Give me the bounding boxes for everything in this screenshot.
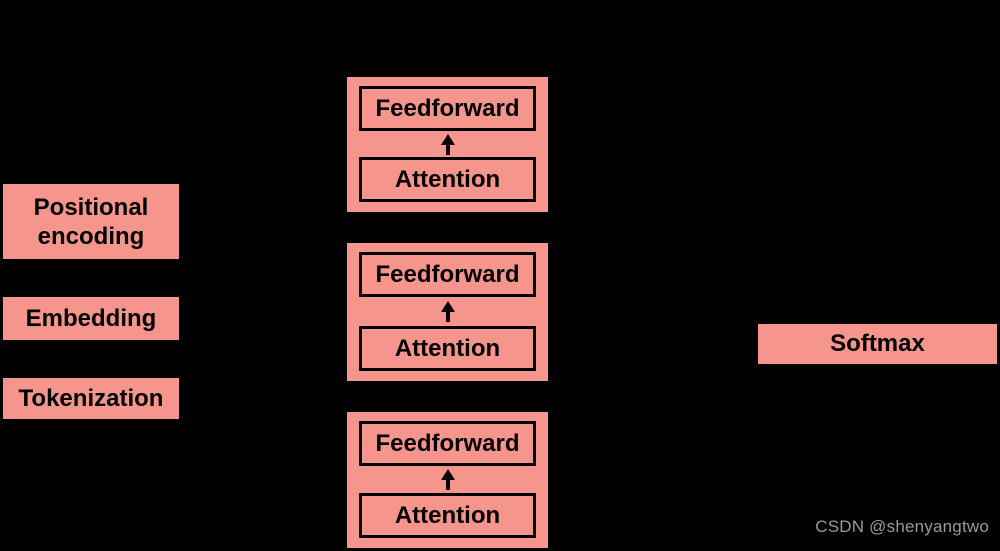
feedforward-box: Feedforward: [359, 421, 536, 466]
softmax-label: Softmax: [830, 330, 925, 357]
embedding-box: Embedding: [3, 297, 179, 340]
feedforward-box: Feedforward: [359, 252, 536, 297]
attention-label: Attention: [394, 501, 501, 529]
feedforward-label: Feedforward: [375, 260, 520, 288]
tokenization-box: Tokenization: [3, 378, 179, 419]
feedforward-label: Feedforward: [375, 94, 520, 122]
watermark: CSDN @shenyangtwo: [815, 517, 989, 536]
softmax-box: Softmax: [758, 324, 997, 364]
encoder-block: Feedforward Attention: [347, 77, 548, 212]
encoder-block: Feedforward Attention: [347, 412, 548, 548]
feedforward-label: Feedforward: [375, 429, 520, 457]
tokenization-label: Tokenization: [18, 384, 164, 412]
attention-label: Attention: [394, 165, 501, 193]
positional-encoding-label-line1: Positional: [33, 193, 149, 221]
up-arrow-icon: [359, 466, 536, 493]
embedding-label: Embedding: [25, 304, 157, 332]
attention-box: Attention: [359, 157, 536, 202]
positional-encoding-box: Positional encoding: [3, 184, 179, 259]
up-arrow-icon: [359, 297, 536, 326]
positional-encoding-label-line2: encoding: [37, 222, 145, 250]
up-arrow-icon: [359, 131, 536, 157]
attention-box: Attention: [359, 326, 536, 371]
feedforward-box: Feedforward: [359, 86, 536, 131]
encoder-block: Feedforward Attention: [347, 243, 548, 381]
attention-label: Attention: [394, 334, 501, 362]
attention-box: Attention: [359, 493, 536, 538]
